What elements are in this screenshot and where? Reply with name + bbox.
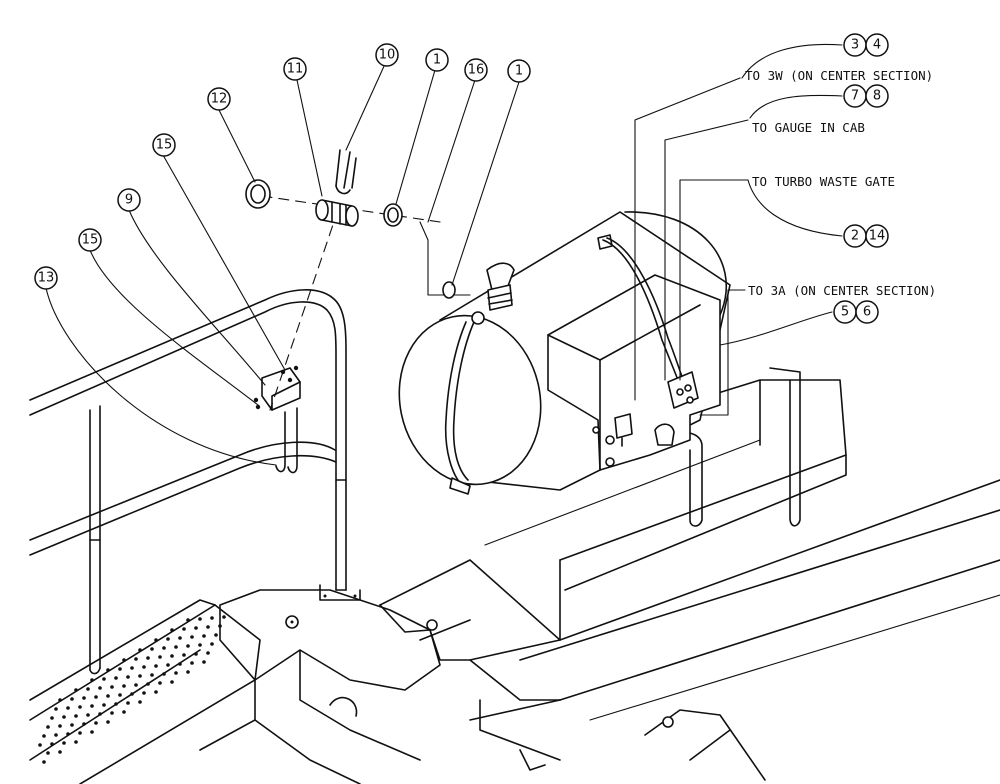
balloon-15-upper: 15 — [152, 133, 176, 157]
balloon-12: 12 — [207, 87, 231, 111]
air-tank — [398, 211, 731, 495]
svg-text:8: 8 — [873, 89, 881, 104]
svg-text:15: 15 — [82, 233, 99, 248]
handrail — [29, 289, 347, 675]
svg-text:5: 5 — [841, 305, 849, 320]
balloon-3: 3 — [843, 33, 867, 57]
exploded-fittings — [245, 149, 471, 411]
balloon-15-lower: 15 — [78, 228, 102, 252]
balloon-2: 2 — [843, 224, 867, 248]
part-balloons: 12 11 10 1 16 1 15 9 15 13 3 4 7 8 2 14 … — [34, 33, 889, 324]
callout-to-turbo: TO TURBO WASTE GATE — [752, 174, 895, 189]
svg-text:1: 1 — [433, 53, 441, 68]
walkway-grating — [29, 599, 261, 784]
balloon-13: 13 — [34, 266, 58, 290]
balloon-14: 14 — [865, 224, 889, 248]
balloon-10: 10 — [375, 43, 399, 67]
callout-to-3w: TO 3W (ON CENTER SECTION) — [745, 68, 933, 83]
svg-text:16: 16 — [468, 63, 485, 78]
callout-labels: TO 3W (ON CENTER SECTION) TO GAUGE IN CA… — [745, 68, 936, 298]
leader-lines — [634, 43, 843, 416]
svg-text:4: 4 — [873, 38, 881, 53]
balloon-leaders — [45, 63, 520, 466]
svg-text:14: 14 — [869, 229, 886, 244]
svg-text:2: 2 — [851, 229, 859, 244]
balloon-16: 16 — [464, 58, 488, 82]
svg-text:7: 7 — [851, 89, 859, 104]
balloon-9: 9 — [117, 188, 141, 212]
balloon-1-lower: 1 — [507, 59, 531, 83]
svg-text:10: 10 — [379, 48, 396, 63]
balloon-5: 5 — [833, 300, 857, 324]
svg-text:3: 3 — [851, 38, 859, 53]
balloon-1-upper: 1 — [425, 48, 449, 72]
balloon-11: 11 — [283, 57, 307, 81]
svg-text:13: 13 — [38, 271, 55, 286]
svg-text:9: 9 — [125, 193, 133, 208]
callout-to-gauge: TO GAUGE IN CAB — [752, 120, 865, 135]
balloon-8: 8 — [865, 84, 889, 108]
svg-text:6: 6 — [863, 305, 871, 320]
balloon-6: 6 — [855, 300, 879, 324]
callout-to-3a: TO 3A (ON CENTER SECTION) — [748, 283, 936, 298]
svg-text:1: 1 — [515, 64, 523, 79]
balloon-7: 7 — [843, 84, 867, 108]
svg-text:11: 11 — [287, 62, 304, 77]
svg-text:15: 15 — [156, 138, 173, 153]
balloon-4: 4 — [865, 33, 889, 57]
mounting-bracket — [253, 365, 301, 474]
svg-text:12: 12 — [211, 92, 228, 107]
